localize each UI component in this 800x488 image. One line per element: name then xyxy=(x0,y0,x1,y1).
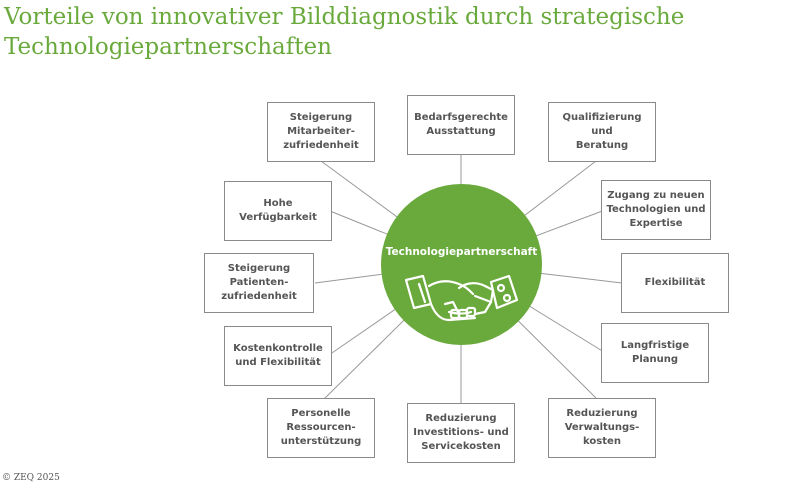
box-investitionskosten: Reduzierung Investitions- und Servicekos… xyxy=(407,403,515,463)
handshake-icon xyxy=(405,274,518,322)
box-planung: Langfristige Planung xyxy=(601,323,709,383)
box-ausstattung: Bedarfsgerechte Ausstattung xyxy=(407,95,515,155)
box-verfuegbarkeit: Hohe Verfügbarkeit xyxy=(224,181,332,241)
box-patientenzufriedenheit: Steigerung Patienten- zufriedenheit xyxy=(204,253,314,313)
box-mitarbeiterzufriedenheit: Steigerung Mitarbeiter- zufriedenheit xyxy=(267,102,375,162)
box-personelle: Personelle Ressourcen- unterstützung xyxy=(267,398,375,458)
box-qualifizierung: Qualifizierung und Beratung xyxy=(548,102,656,162)
box-kostenkontrolle: Kostenkontrolle und Flexibilität xyxy=(224,326,332,386)
box-flexibilitaet: Flexibilität xyxy=(621,253,729,313)
hub-label: Technologiepartnerschaft xyxy=(385,246,538,258)
hub-circle: Technologiepartnerschaft xyxy=(381,184,542,345)
box-technologien: Zugang zu neuen Technologien und Experti… xyxy=(601,180,711,240)
diagram-title: Vorteile von innovativer Bilddiagnostik … xyxy=(4,4,685,60)
box-verwaltungskosten: Reduzierung Verwaltungs- kosten xyxy=(548,398,656,458)
copyright-notice: © ZEQ 2025 xyxy=(2,473,60,483)
